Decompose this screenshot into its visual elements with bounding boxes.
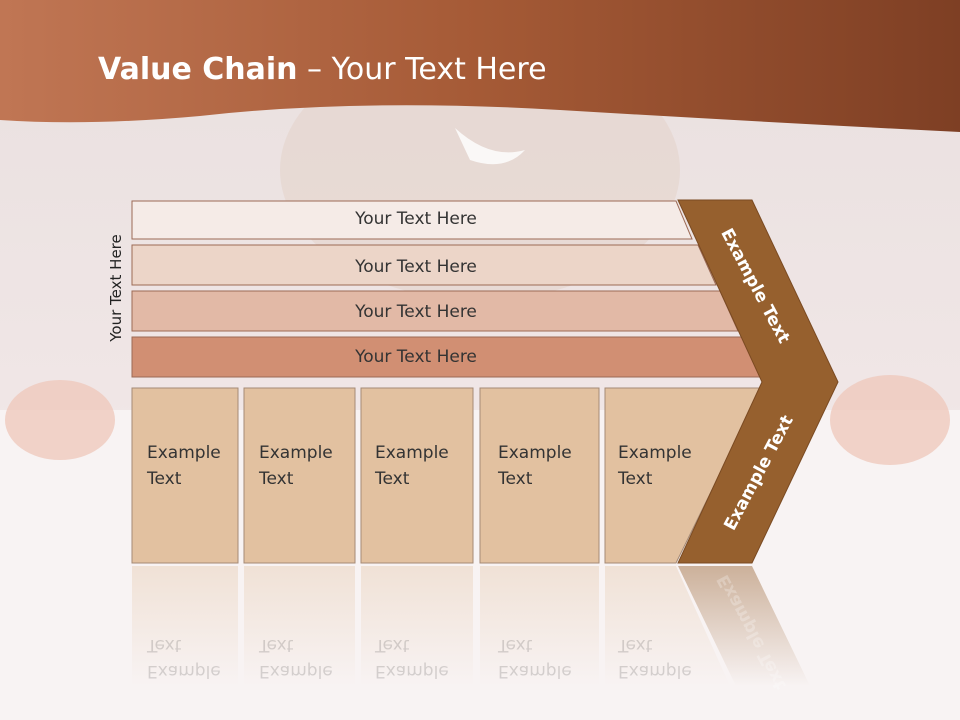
cell-reflection-1: [132, 566, 238, 686]
title-bold: Value Chain: [98, 52, 298, 87]
row-label-2: Your Text Here: [355, 257, 477, 277]
cell-reflection-5: [605, 566, 730, 686]
photo-smile: [455, 128, 525, 165]
cell-box-1: [131, 387, 239, 564]
side-label: Your Text Here: [107, 234, 125, 342]
cell-reflection-2: [244, 566, 355, 686]
chevron-arrow: [677, 199, 839, 564]
cell-box-2: [243, 387, 356, 564]
left-hand: [5, 380, 115, 460]
page-title: Value Chain – Your Text Here: [98, 52, 547, 87]
chevron-reflection: [678, 566, 810, 686]
cell-box-4: [479, 387, 600, 564]
cell-reflection-4: [480, 566, 599, 686]
cell-box-3: [360, 387, 474, 564]
cell-reflection-3: [361, 566, 473, 686]
row-label-4: Your Text Here: [355, 347, 477, 367]
header-band: [0, 0, 960, 132]
title-rest: – Your Text Here: [297, 52, 547, 87]
row-bar-2: [131, 244, 717, 286]
row-bar-1: [131, 200, 693, 240]
row-label-3: Your Text Here: [355, 302, 477, 322]
cell-box-5: [604, 387, 763, 564]
right-hand: [830, 375, 950, 465]
row-label-1: Your Text Here: [355, 209, 477, 229]
